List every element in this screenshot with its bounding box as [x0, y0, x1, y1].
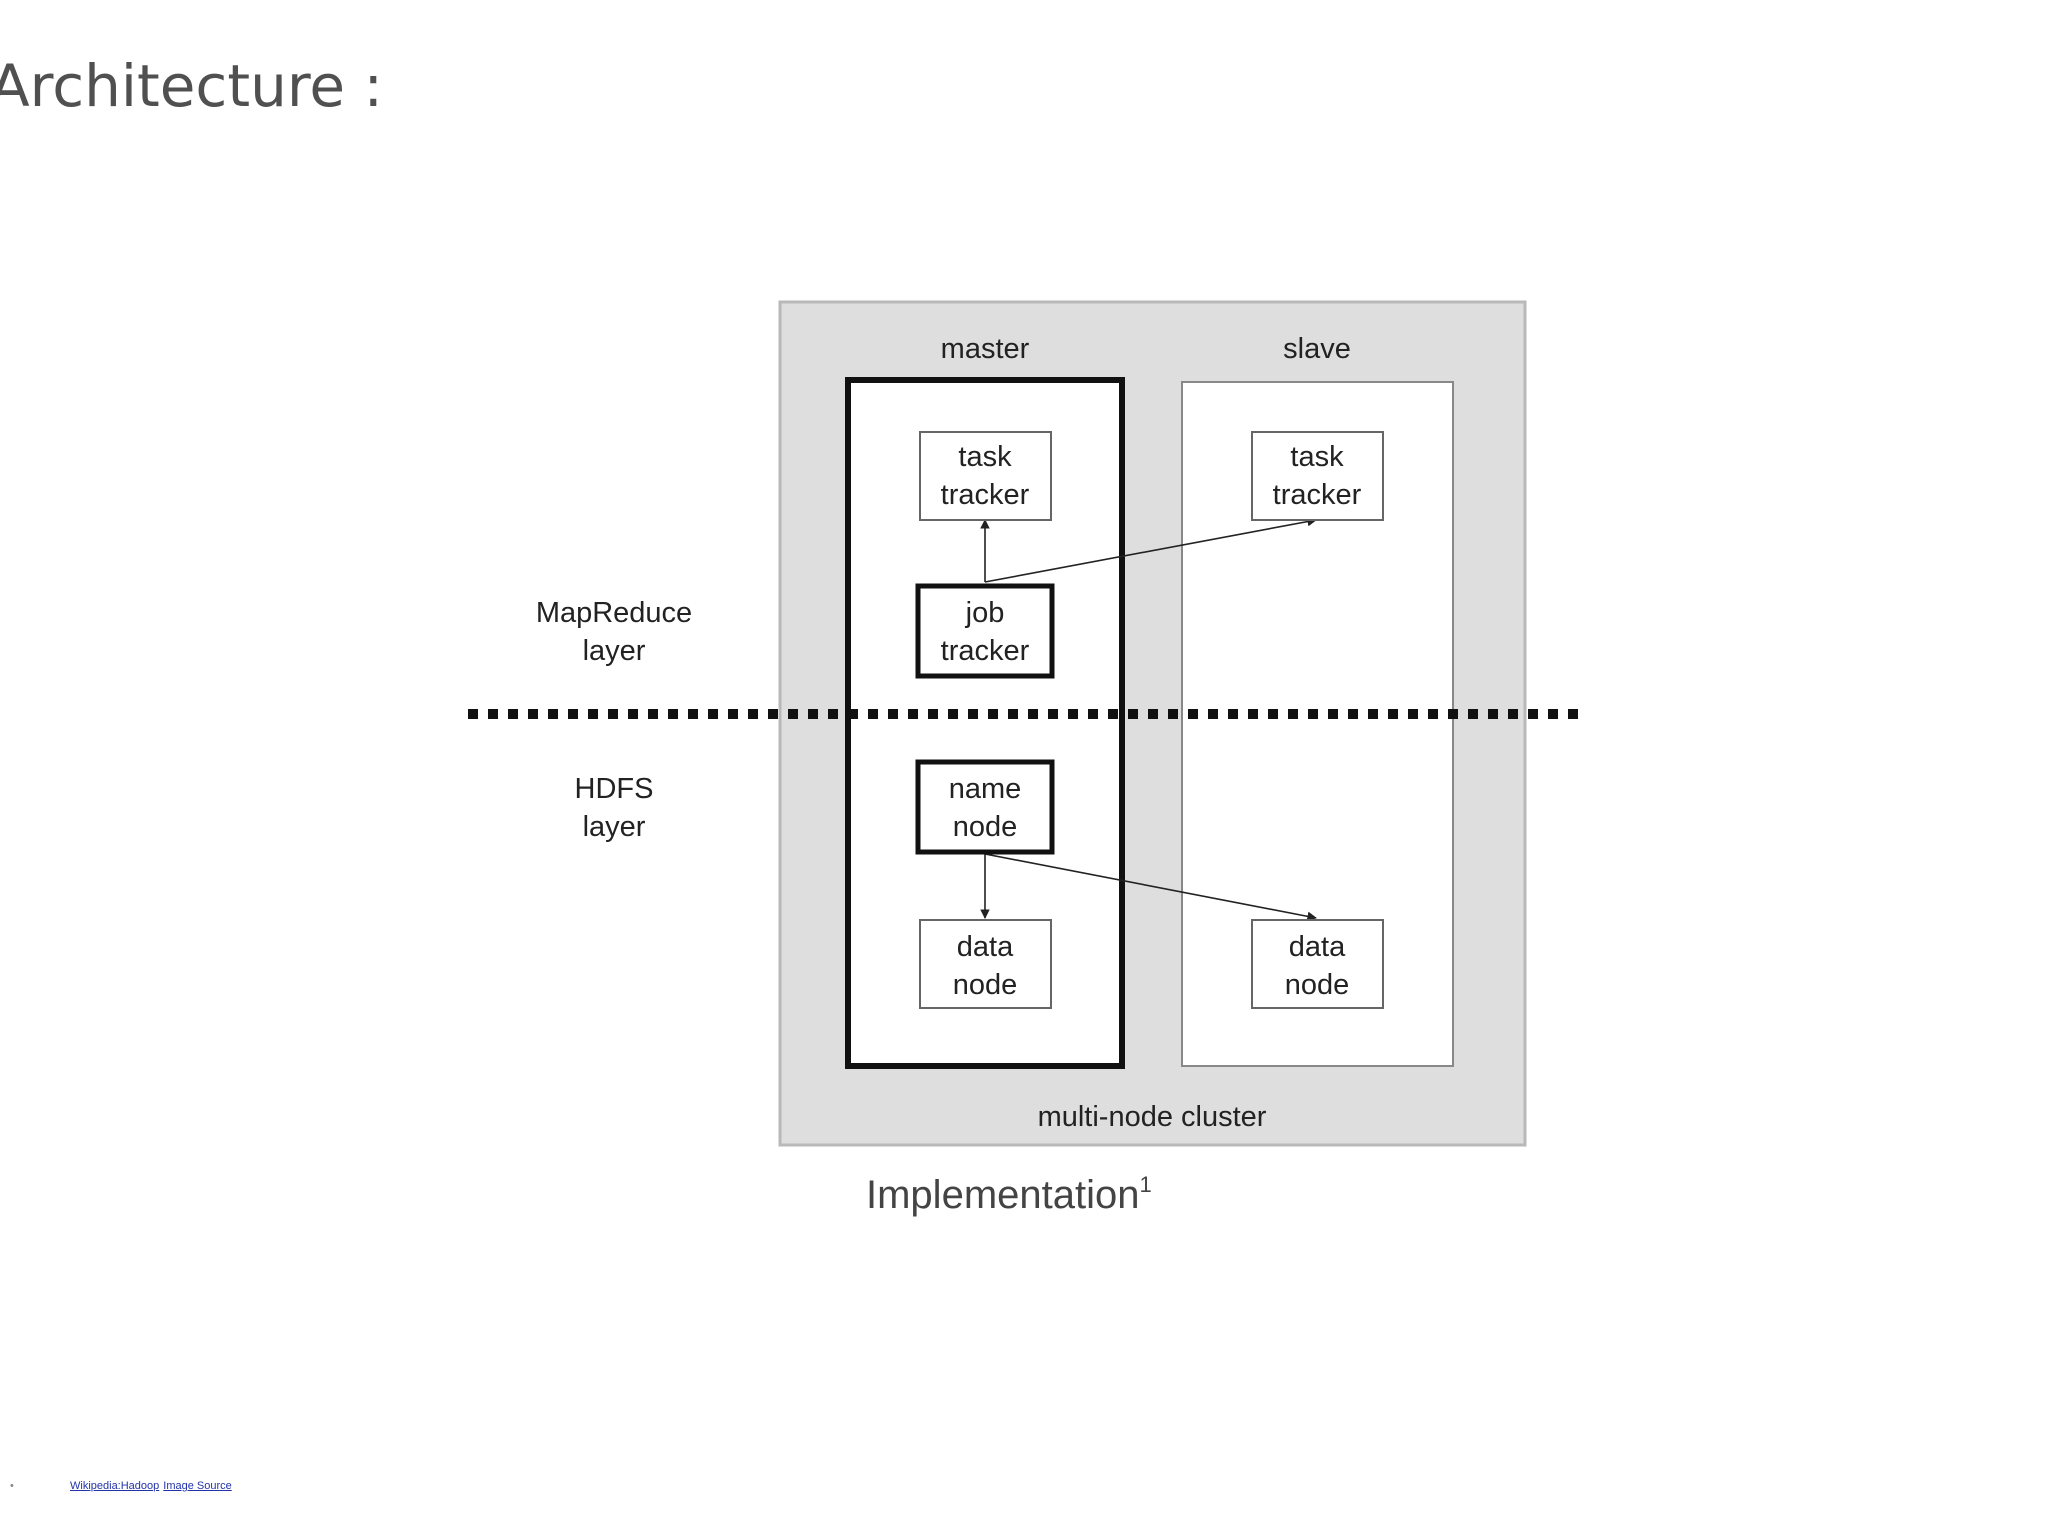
master-task-tracker-line1: task	[958, 441, 1012, 473]
footnote-bullet: •	[10, 1480, 14, 1492]
caption-text: Implementation	[866, 1173, 1140, 1217]
slide-title: Architecture :	[0, 52, 384, 120]
caption-footnote-ref: 1	[1139, 1172, 1152, 1197]
job-to-slave-task-arrow	[984, 516, 1317, 583]
name-node-line2: node	[953, 811, 1018, 843]
slave-task-tracker-line1: task	[1290, 441, 1344, 473]
hdfs-layer-line2: layer	[583, 811, 646, 843]
mapreduce-layer-line1: MapReduce	[536, 597, 692, 629]
name-to-slave-data-arrow	[984, 853, 1317, 922]
hdfs-layer-line1: HDFS	[575, 773, 654, 805]
slave-data-node-line1: data	[1289, 931, 1346, 963]
cluster-label: multi-node cluster	[1038, 1101, 1267, 1133]
wikipedia-hadoop-link[interactable]: Wikipedia:Hadoop	[70, 1480, 160, 1492]
slave-task-tracker-node: task tracker	[1251, 431, 1384, 521]
mapreduce-layer-line2: layer	[583, 635, 646, 667]
job-tracker-line2: tracker	[941, 635, 1030, 667]
master-task-tracker-line2: tracker	[941, 479, 1030, 511]
slave-data-node-line2: node	[1285, 969, 1350, 1001]
name-node-node: name node	[915, 759, 1055, 855]
job-tracker-line1: job	[965, 597, 1005, 629]
job-tracker-node: job tracker	[915, 583, 1055, 679]
master-data-node-line2: node	[953, 969, 1018, 1001]
master-data-node: data node	[919, 919, 1052, 1009]
master-data-node-line1: data	[957, 931, 1014, 963]
diagram-caption: Implementation1	[866, 1172, 1152, 1218]
slave-task-tracker-line2: tracker	[1273, 479, 1362, 511]
master-label: master	[941, 333, 1030, 365]
image-source-link[interactable]: Image Source	[163, 1480, 232, 1492]
master-task-tracker-node: task tracker	[919, 431, 1052, 521]
slave-data-node: data node	[1251, 919, 1384, 1009]
slave-label: slave	[1283, 333, 1351, 365]
name-node-line1: name	[949, 773, 1022, 805]
